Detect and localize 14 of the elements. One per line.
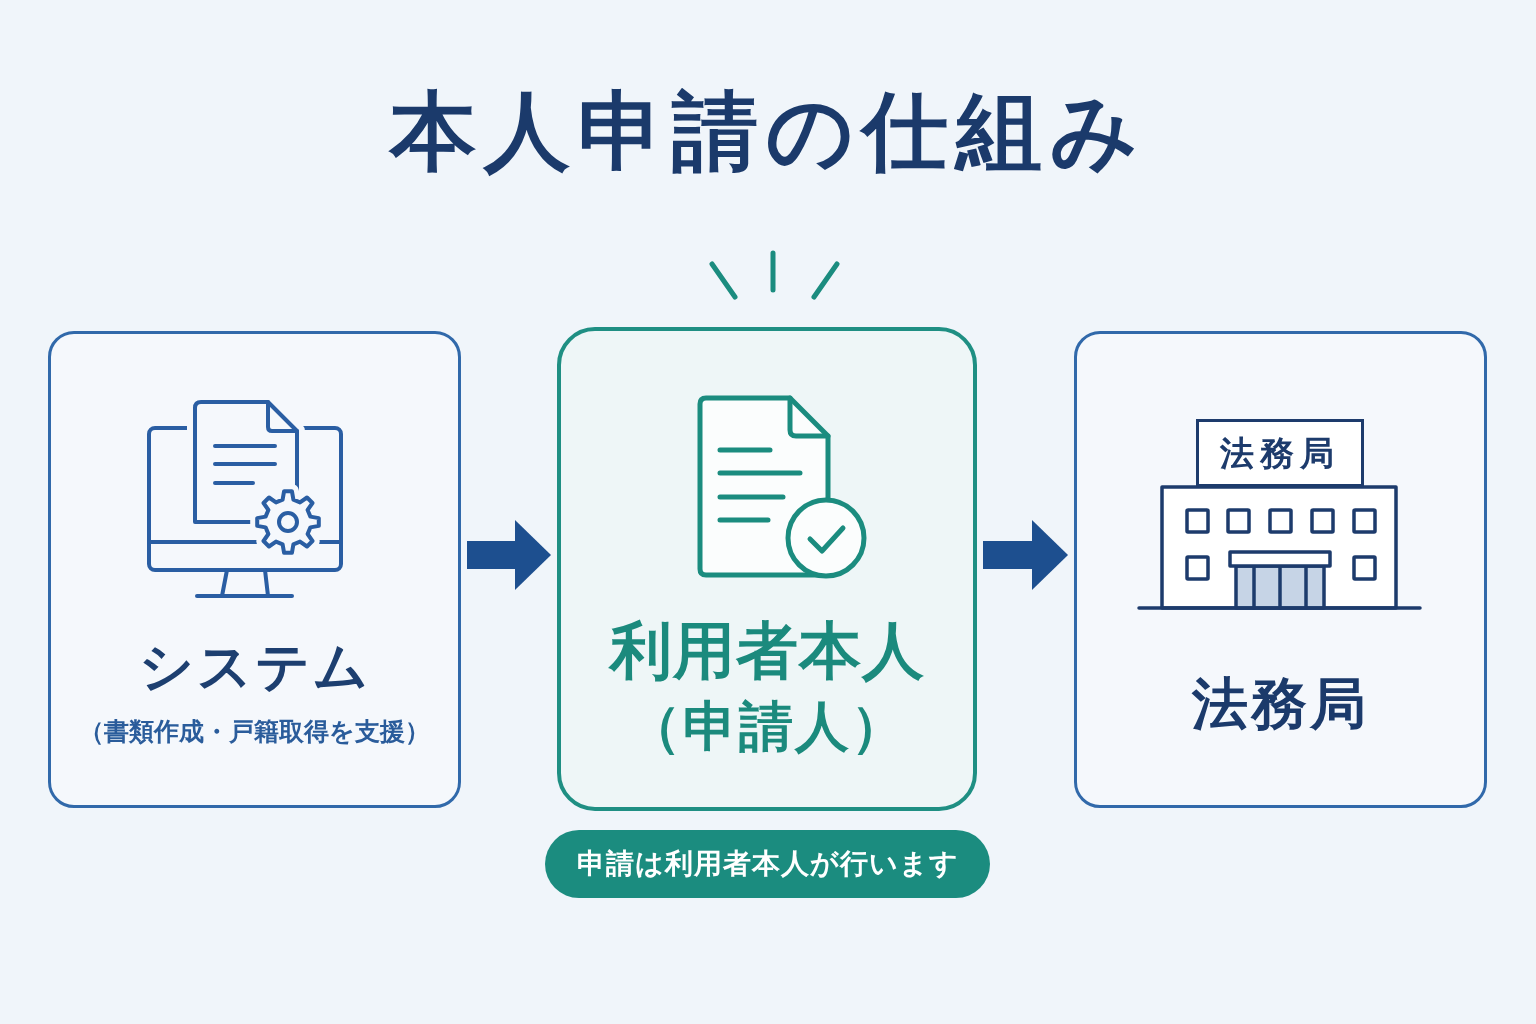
step-title: 法務局 [1192, 670, 1369, 738]
diagram-title: 本人申請の仕組み [390, 80, 1146, 183]
step-card [1074, 331, 1487, 808]
highlighted-step-card [557, 327, 977, 811]
step-description: （書類作成・戸籍取得を支援） [79, 716, 430, 748]
step-description: （申請人） [627, 695, 907, 760]
step-title: 利用者本人 [609, 614, 925, 689]
arrow [983, 520, 1068, 590]
step-card [48, 331, 461, 808]
arrow [467, 520, 551, 590]
step-title: システム [138, 635, 371, 700]
building-sign [1196, 419, 1364, 487]
sign-text: 法務局 [1220, 432, 1340, 474]
note-text: 申請は利用者本人が行います [576, 847, 959, 881]
